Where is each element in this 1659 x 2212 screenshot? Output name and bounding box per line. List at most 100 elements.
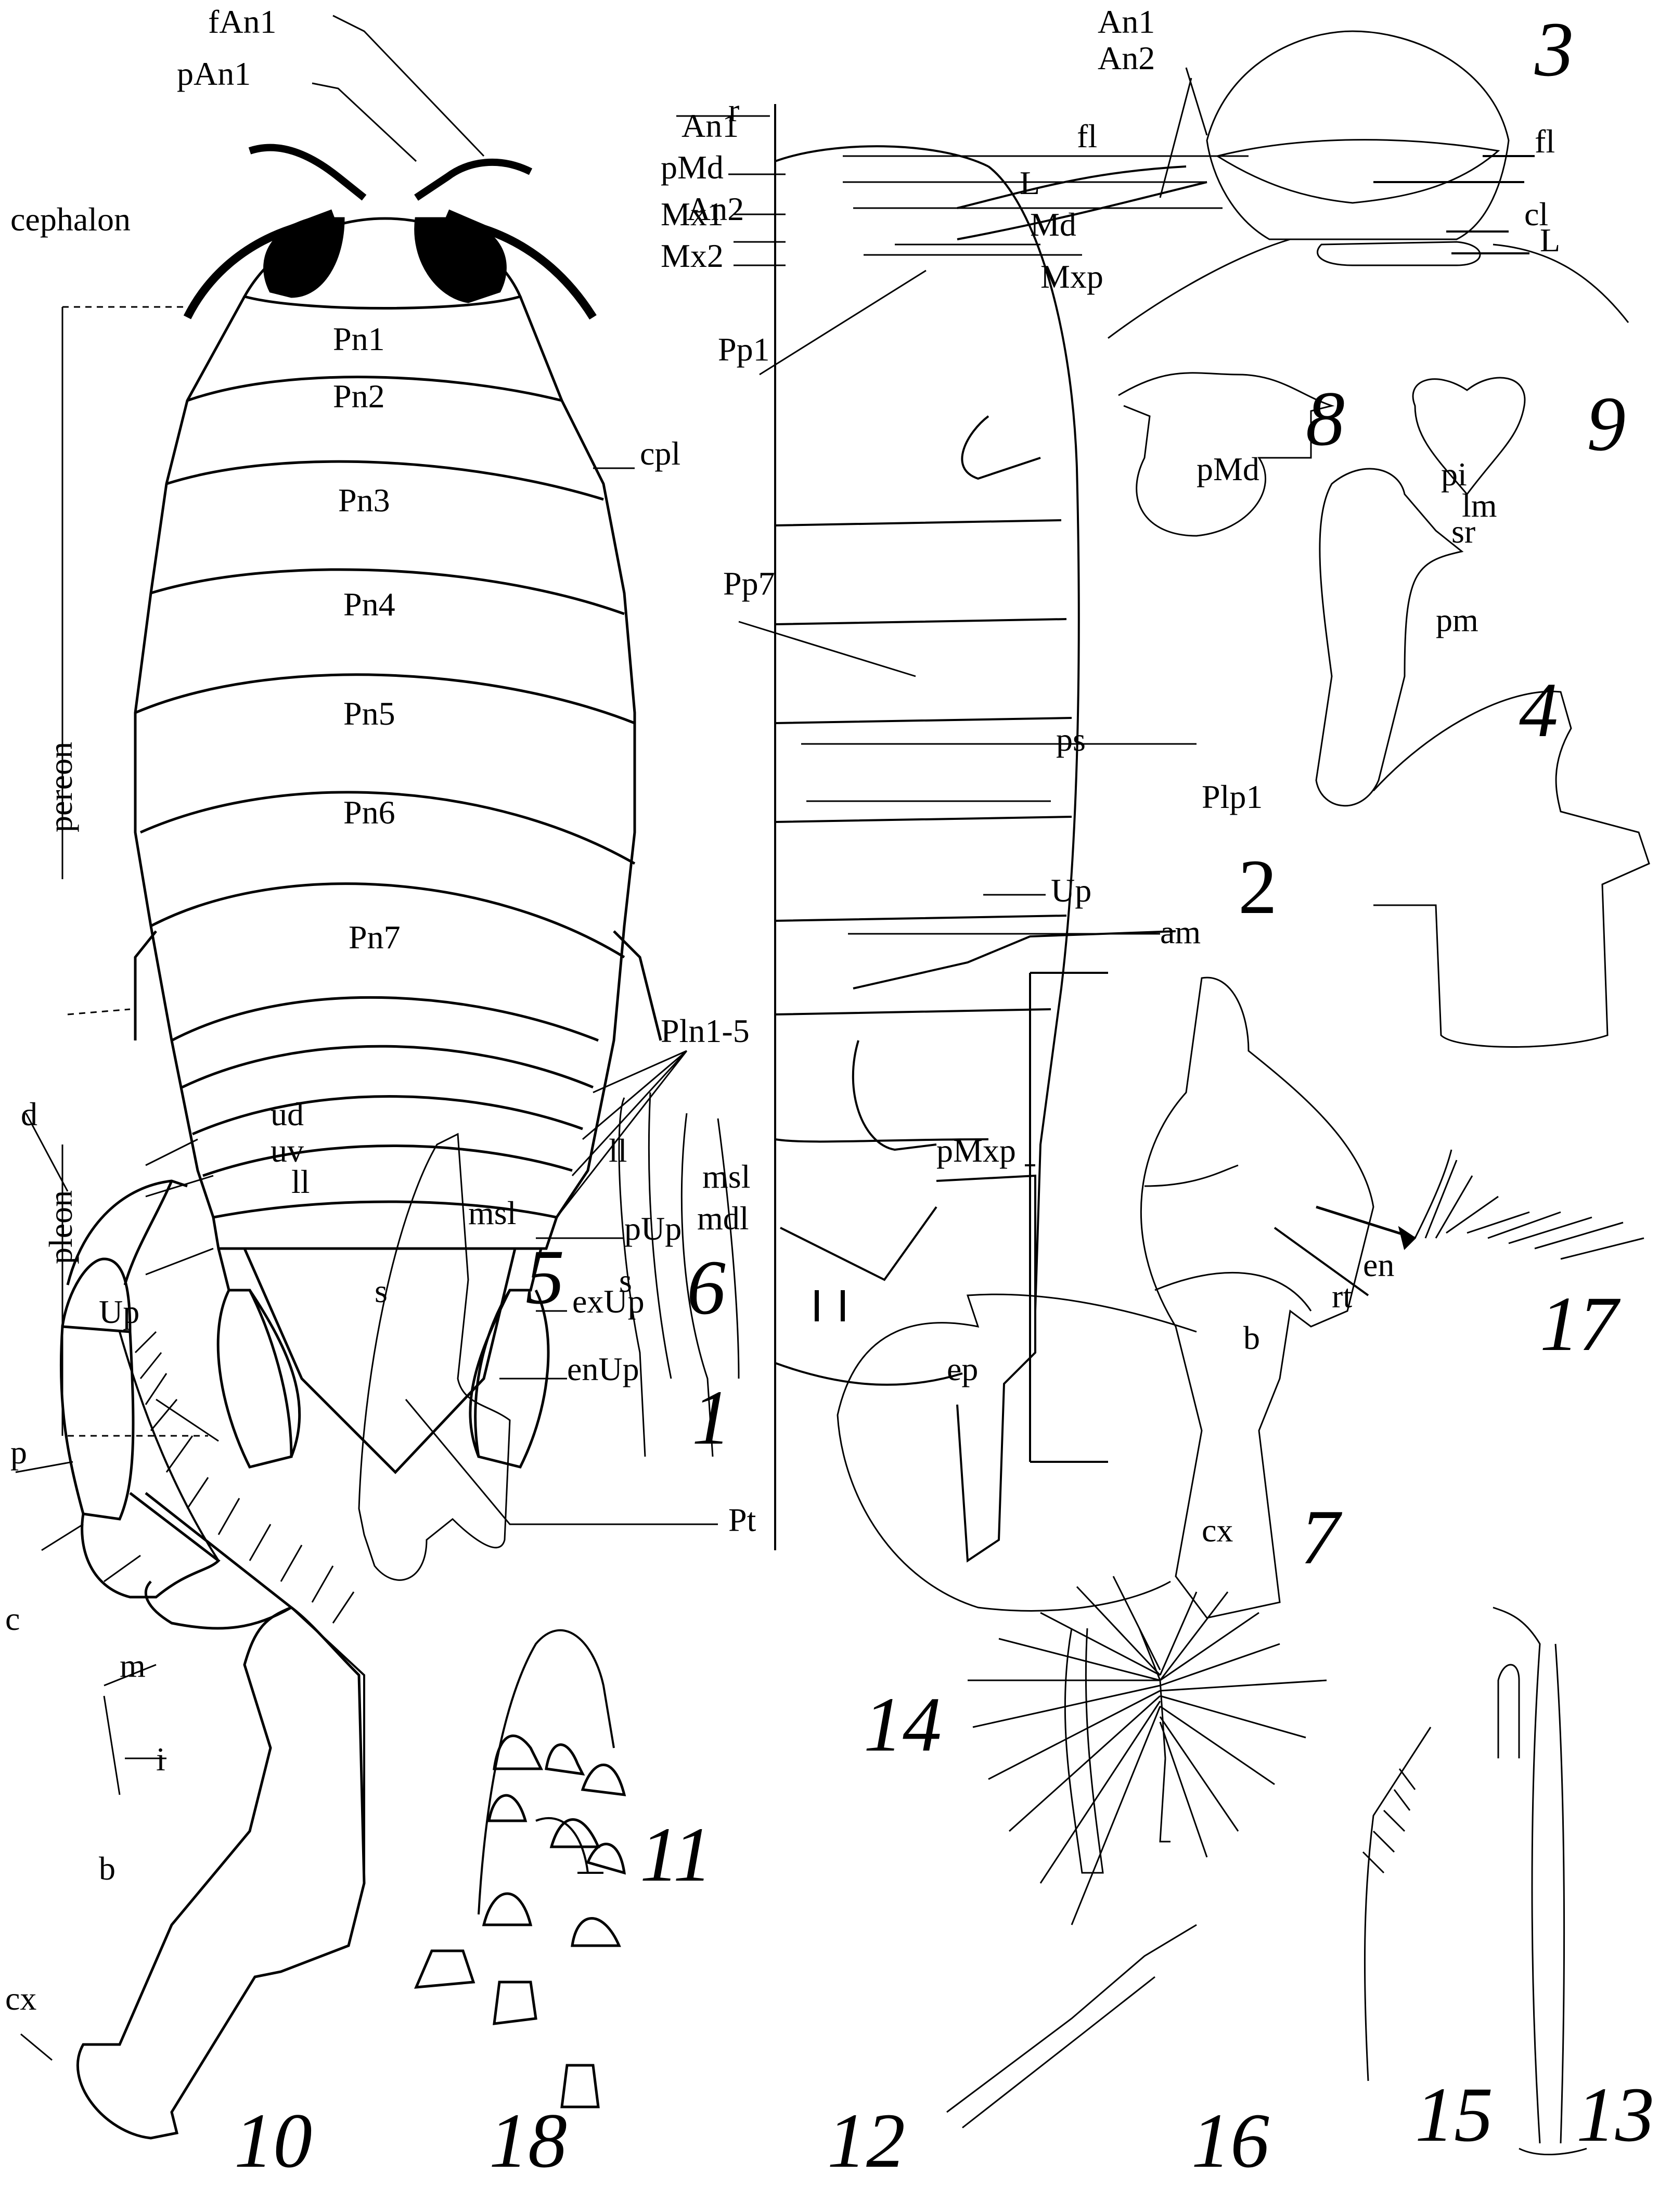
label-cx-p10: cx	[5, 1980, 37, 2017]
panel-number-1: 1	[692, 1374, 731, 1461]
panel-10-leg	[15, 1113, 366, 2140]
panel-number-15: 15	[1415, 2072, 1493, 2158]
label-Pp7: Pp7	[723, 565, 775, 602]
label-i: i	[156, 1741, 165, 1778]
panel-3-cephalon	[1108, 30, 1629, 339]
panel-number-11: 11	[640, 1811, 712, 1898]
label-msl-p5: msl	[468, 1194, 517, 1231]
label-fl-p3: fl	[1535, 123, 1555, 160]
label-pi: pi	[1441, 456, 1467, 493]
label-msl-p6: msl	[702, 1158, 751, 1195]
label-cephalon: cephalon	[10, 201, 131, 238]
label-en: en	[1363, 1246, 1395, 1283]
label-pAn1: pAn1	[177, 55, 251, 92]
label-Mxp: Mxp	[1040, 258, 1103, 295]
panel-13-seta	[1493, 1606, 1587, 2156]
panel-number-17: 17	[1540, 1281, 1618, 1367]
panel-12-seta	[946, 1924, 1197, 2129]
label-lm: lm	[1462, 487, 1497, 524]
label-uv: uv	[271, 1132, 304, 1169]
panel-number-3: 3	[1535, 6, 1574, 93]
label-L-p3: L	[1540, 222, 1561, 259]
panel-5-outline	[358, 1133, 511, 1581]
label-s-p5: s	[375, 1272, 388, 1309]
label-pMxp: pMxp	[936, 1132, 1016, 1169]
panel-18-scales	[414, 1734, 626, 2108]
label-mdl: mdl	[697, 1200, 749, 1237]
panel-number-5: 5	[525, 1234, 564, 1320]
label-ll-p5: ll	[291, 1163, 310, 1200]
label-Mx2: Mx2	[661, 237, 724, 274]
label-am: am	[1160, 914, 1201, 950]
label-Pn4: Pn4	[343, 586, 395, 623]
label-Pn7: Pn7	[349, 919, 401, 956]
label-b-p7: b	[1243, 1319, 1260, 1356]
label-m: m	[120, 1647, 146, 1684]
label-An2-p1: An2	[687, 190, 744, 227]
panel-number-2: 2	[1238, 844, 1277, 930]
panel-2-ventral	[676, 104, 1249, 1563]
label-pereon: pereon	[42, 741, 79, 832]
label-ud: ud	[271, 1096, 304, 1133]
panel-9-outline	[1412, 377, 1526, 496]
label-pMd-p2: pMd	[661, 149, 724, 186]
label-s-p6: s	[619, 1262, 632, 1299]
label-fAn1: fAn1	[208, 3, 277, 40]
panel-number-12: 12	[827, 2098, 905, 2184]
panel-number-13: 13	[1576, 2072, 1654, 2158]
label-L-p2: L	[1020, 164, 1040, 201]
label-rt: rt	[1332, 1278, 1353, 1315]
panel-15-seta	[1362, 1727, 1432, 2081]
label-sr: sr	[1451, 513, 1476, 550]
label-Pn6: Pn6	[343, 794, 395, 831]
label-Md: Md	[1030, 206, 1076, 243]
label-An1-p3: An1	[1098, 3, 1155, 40]
label-pUp: pUp	[624, 1210, 682, 1247]
label-ep: ep	[947, 1351, 979, 1387]
label-Pn2: Pn2	[333, 378, 385, 415]
panel-number-6: 6	[687, 1244, 726, 1331]
label-Plp1: Plp1	[1202, 778, 1263, 815]
label-ll-p6: ll	[609, 1132, 627, 1169]
label-exUp: exUp	[572, 1283, 645, 1320]
label-pMd-p4: pMd	[1197, 451, 1259, 487]
label-Mx1: Mx1	[661, 196, 724, 233]
label-r: r	[728, 92, 740, 128]
label-Pn3: Pn3	[338, 482, 390, 519]
panel-11-setae	[478, 1629, 615, 1915]
label-pleon: pleon	[42, 1190, 79, 1264]
label-Pp1: Pp1	[718, 331, 770, 368]
label-d: d	[21, 1096, 37, 1133]
label-Pn5: Pn5	[343, 695, 395, 732]
panel-number-14: 14	[864, 1681, 942, 1768]
label-pm: pm	[1436, 601, 1478, 638]
panel-number-16: 16	[1191, 2098, 1269, 2184]
panel-number-7: 7	[1301, 1494, 1340, 1580]
panel-number-18: 18	[489, 2098, 567, 2184]
label-An1-p1: An1	[681, 107, 739, 144]
label-fl-p2: fl	[1077, 118, 1098, 155]
panel-number-9: 9	[1587, 381, 1626, 467]
label-b-p10: b	[99, 1850, 115, 1887]
label-ps: ps	[1056, 721, 1086, 758]
label-cx-p7: cx	[1202, 1512, 1233, 1549]
panel-4-outline	[1315, 468, 1650, 1048]
panel-8-outline	[1118, 372, 1335, 537]
panel-16-plumose-seta	[968, 1576, 1327, 1925]
label-enUp: enUp	[567, 1351, 639, 1387]
label-Pt: Pt	[728, 1501, 756, 1538]
label-p: p	[10, 1434, 27, 1471]
label-An2-p3: An2	[1098, 40, 1155, 76]
panel-number-8: 8	[1306, 376, 1345, 462]
label-c: c	[5, 1600, 20, 1637]
label-Pln1-5: Pln1-5	[661, 1012, 750, 1049]
label-Pn1: Pn1	[333, 320, 385, 357]
label-Up-p1: Up	[99, 1293, 140, 1330]
label-cl: cl	[1524, 196, 1549, 233]
label-Up-p2: Up	[1051, 872, 1092, 909]
panel-6-outline	[618, 1092, 740, 1457]
label-cpl: cpl	[640, 435, 681, 472]
panel-7-outline	[837, 972, 1644, 1619]
panel-number-10: 10	[234, 2098, 312, 2184]
